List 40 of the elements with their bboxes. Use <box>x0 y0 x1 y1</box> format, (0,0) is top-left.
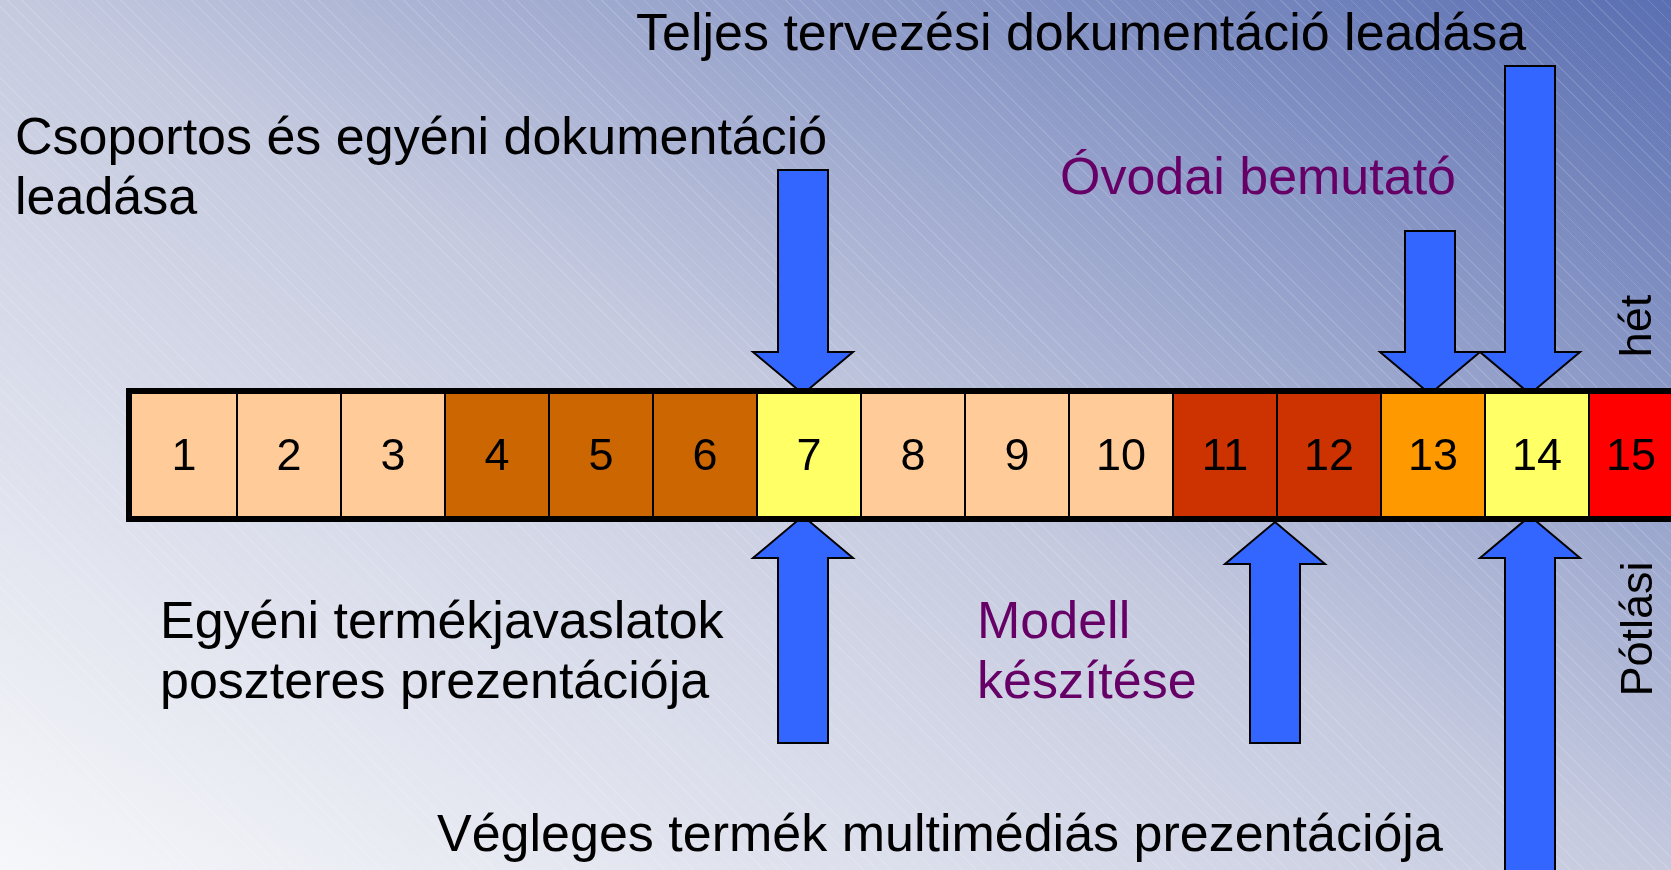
week-cell <box>1380 394 1484 516</box>
milestone-label: Csoportos és egyéni dokumentáció leadása <box>15 106 895 226</box>
week-number: 7 <box>796 429 822 481</box>
week-cell <box>548 394 652 516</box>
side-label: hét <box>1609 294 1662 358</box>
timeline-bar <box>126 388 1671 522</box>
week-cell <box>1276 394 1380 516</box>
week-number: 3 <box>380 429 406 481</box>
milestone-label: Végleges termék multimédiás prezentációja <box>437 803 1517 863</box>
side-label: Pótlási <box>1610 561 1663 697</box>
week-cell <box>236 394 340 516</box>
week-number: 1 <box>171 429 197 481</box>
week-cell <box>860 394 964 516</box>
week-number: 15 <box>1605 429 1657 481</box>
week-number: 13 <box>1407 429 1459 481</box>
week-cell <box>1172 394 1276 516</box>
week-cell <box>340 394 444 516</box>
block-arrow <box>1222 520 1328 744</box>
week-number: 6 <box>692 429 718 481</box>
week-cell <box>652 394 756 516</box>
week-cell <box>756 394 860 516</box>
week-number: 14 <box>1511 429 1563 481</box>
week-number: 2 <box>276 429 302 481</box>
week-number: 9 <box>1004 429 1030 481</box>
week-number: 8 <box>900 429 926 481</box>
week-number: 4 <box>484 429 510 481</box>
week-cell <box>1484 394 1588 516</box>
week-cell <box>1068 394 1172 516</box>
week-number: 10 <box>1095 429 1147 481</box>
week-cell <box>964 394 1068 516</box>
week-number: 12 <box>1303 429 1355 481</box>
week-cell <box>444 394 548 516</box>
week-number: 11 <box>1201 429 1249 481</box>
week-cell <box>132 394 236 516</box>
milestone-label: Teljes tervezési dokumentáció leadása <box>636 2 1626 62</box>
milestone-label: Modell készítése <box>977 590 1247 710</box>
milestone-label: Egyéni termékjavaslatok poszteres prezentációja <box>160 590 800 710</box>
week-cell <box>1588 394 1671 516</box>
milestone-label: Óvodai bemutató <box>1060 146 1500 206</box>
week-number: 5 <box>588 429 614 481</box>
